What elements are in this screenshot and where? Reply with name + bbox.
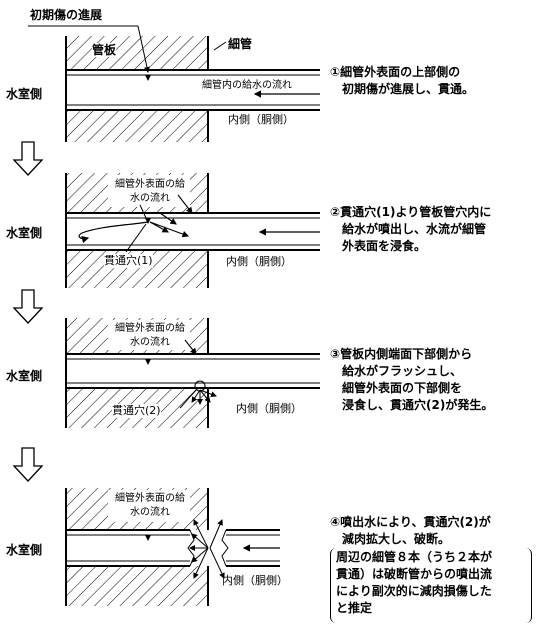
inner-side-label-1: 内側（胴側） [228,113,294,126]
note-line-3: により副次的に減肉損傷した [336,584,492,598]
flow-outer-label-2: 細管外表面の給水の流れ [115,179,185,204]
tube-plate-label: 管板 [92,43,117,57]
step-3-line-4: 浸食し、貫通穴(2)が発生。 [330,398,494,412]
inner-side-label-4: 内側（胴側） [222,574,288,587]
note-line-2: 貫通）は破断管からの噴出流 [336,567,493,581]
flow-outer-label-4: 細管外表面の給水の流れ [115,493,185,518]
down-arrow-3 [12,447,44,482]
note-bracket [330,548,532,623]
step-3-description: ③管板内側端面下部側から 給水がフラッシュし、 細管外表面の下部側を 浸食し、貫… [330,346,493,414]
inner-side-label-3: 内側（胴側） [236,402,302,415]
down-arrow-1 [12,141,44,176]
water-side-label-3: 水室側 [6,369,43,383]
step-2-line-2: 給水が噴出し、水流が細管 [330,222,487,236]
step-3-line-2: 給水がフラッシュし、 [330,364,463,378]
water-side-label-2: 水室側 [6,226,43,240]
step-2-description: ②貫通穴(1)より管板管穴内に 給水が噴出し、水流が細管 外表面を浸食。 [330,204,491,255]
step-1-description: ①細管外表面の上部側の 初期傷が進展し、貫通。 [330,64,474,98]
step-3-line-3: 細管外表面の下部側を [330,381,463,395]
step-4-description: ④噴出水により、貫通穴(2)が 減肉拡大し、破断。 [330,514,491,548]
note-line-4: と推定 [336,601,373,615]
diagram-title: 初期傷の進展 [30,8,103,22]
hole-1-label: 貫通穴(1) [104,254,153,268]
down-arrow-2 [12,289,44,324]
note-description: 周辺の細管８本（うち２本が 貫通）は破断管からの噴出流 により副次的に減肉損傷し… [336,549,492,617]
flow-outer-label-3: 細管外表面の給水の流れ [115,323,185,348]
panel-1 [28,25,320,142]
water-side-label-1: 水室側 [6,87,43,101]
step-4-line-1: ④噴出水により、貫通穴(2)が [330,515,491,529]
panel-2 [65,173,320,288]
step-3-line-1: ③管板内側端面下部側から [330,347,473,361]
step-1-line-2: 初期傷が進展し、貫通。 [330,82,475,96]
step-4-line-2: 減肉拡大し、破断。 [330,532,451,546]
hole-2-label: 貫通穴(2) [112,404,161,418]
panel-4 [65,488,280,606]
step-2-line-3: 外表面を浸食。 [330,239,427,253]
flow-in-tube-label: 細管内の給水の流れ [202,80,292,91]
water-side-label-4: 水室側 [6,543,43,557]
tube-label: 細管 [228,37,253,51]
step-1-line-1: ①細管外表面の上部側の [330,65,461,79]
step-2-line-1: ②貫通穴(1)より管板管穴内に [330,205,492,219]
inner-side-label-2: 内側（胴側） [226,255,292,268]
note-line-1: 周辺の細管８本（うち２本が [336,550,493,564]
